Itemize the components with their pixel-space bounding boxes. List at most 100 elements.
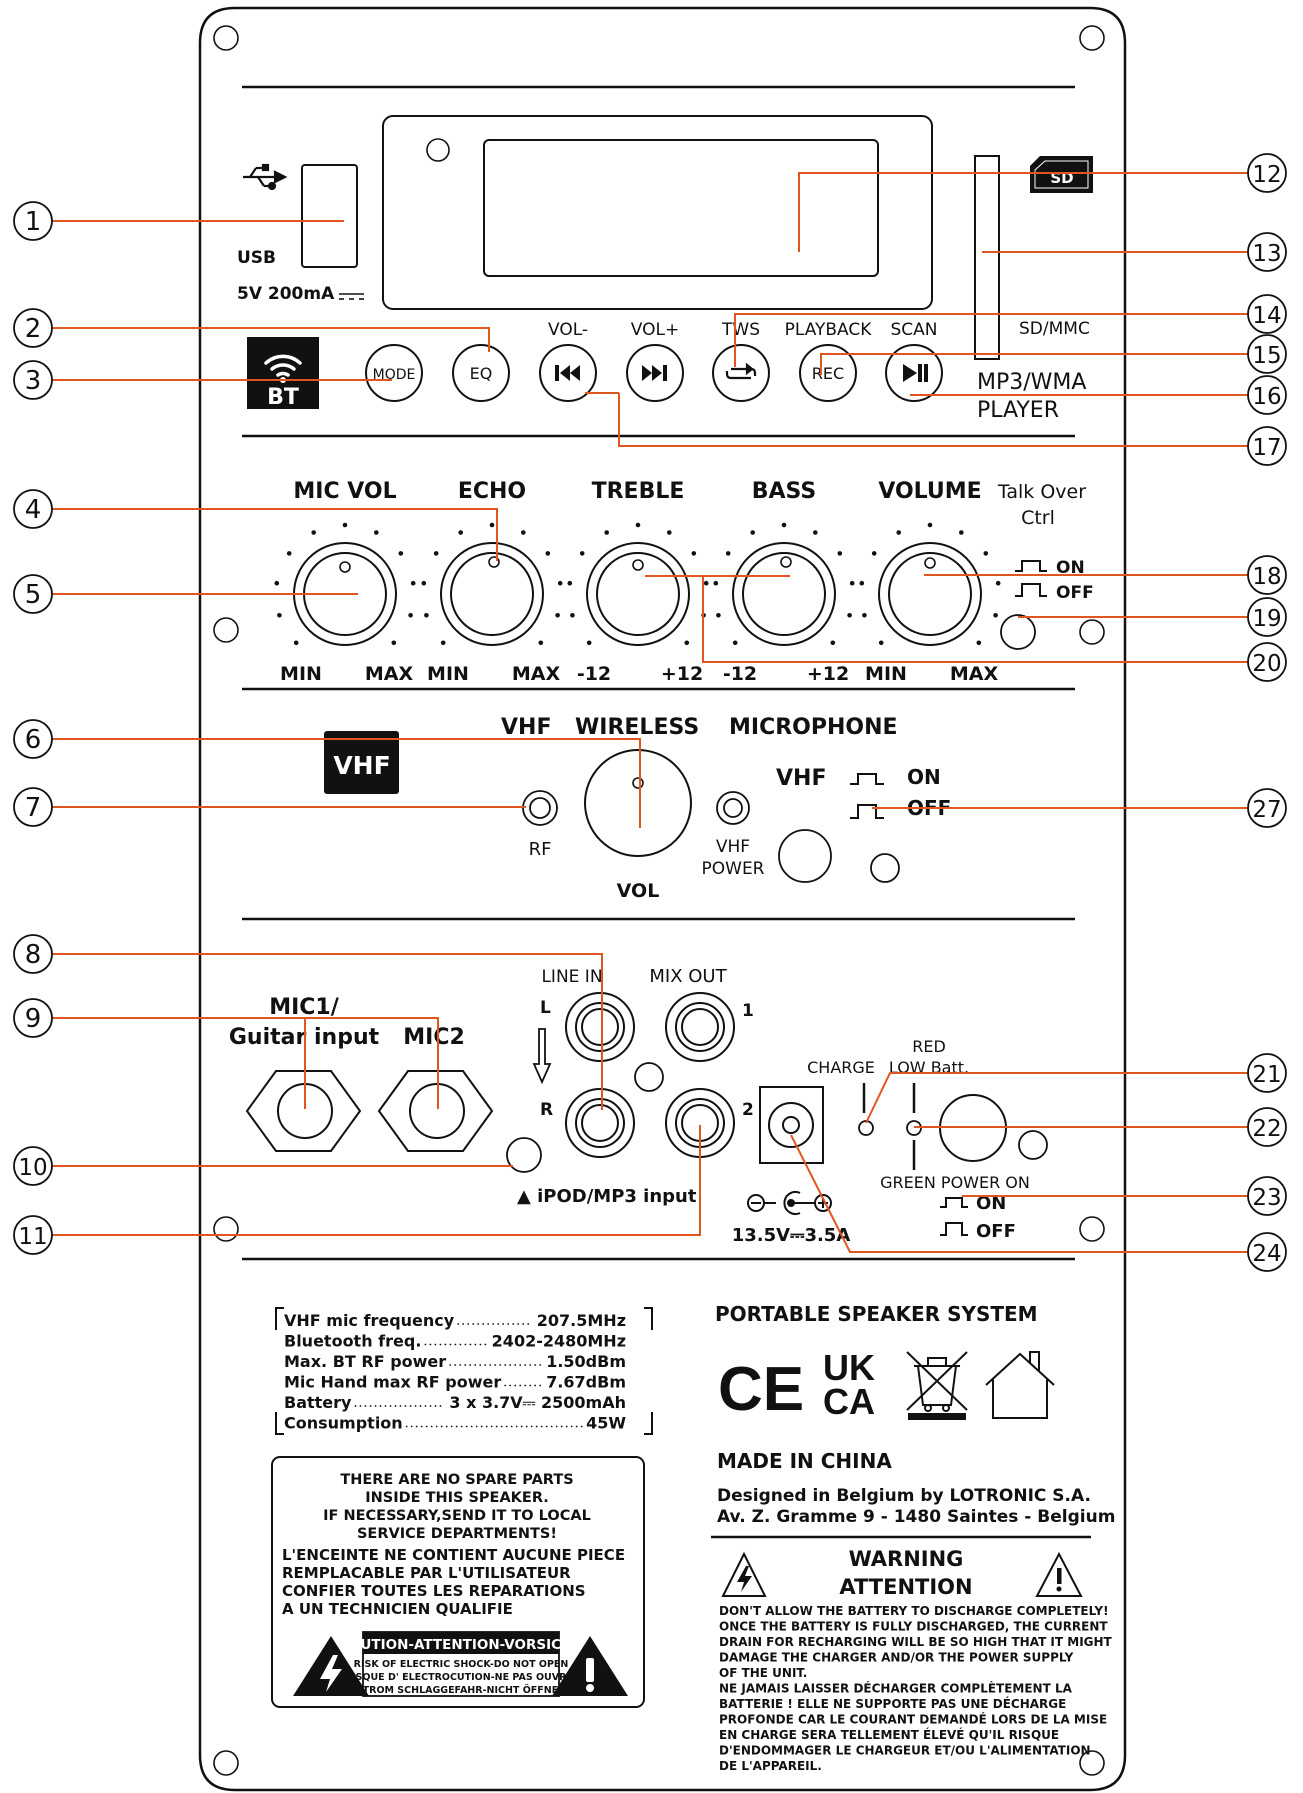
spec-leader-dot [560,1425,563,1428]
callout-number-2: 2 [25,314,42,344]
warning-line-6: NE JAMAIS LAISSER DÉCHARGER COMPLÈTEMENT… [719,1681,1073,1696]
callout-number-10: 10 [18,1155,47,1181]
knob-3[interactable] [586,542,690,646]
knob-2[interactable] [440,542,544,646]
eq-button[interactable] [452,344,510,402]
callout-leader-lines [51,172,1250,1253]
tws-button[interactable] [712,344,770,402]
warning-title: WARNING [849,1547,964,1571]
spec-label-3: Max. BT RF power [284,1352,446,1371]
line-in-r-jack[interactable] [565,1088,635,1158]
address-label: Av. Z. Gramme 9 - 1480 Saintes - Belgium [717,1507,1115,1527]
mic1-jack[interactable] [245,1070,362,1152]
ipod-input-jack[interactable] [506,1137,542,1173]
tws-label: TWS [721,320,760,340]
callout-number-15: 15 [1252,343,1281,369]
knob-4[interactable] [732,542,836,646]
rec-button[interactable] [799,344,857,402]
spec-leader-dot [449,1343,452,1346]
spec-leader-dot [517,1323,520,1325]
scan-label: SCAN [890,320,937,340]
knob-title-3: TREBLE [592,479,685,504]
spec-leader-dot [580,1425,583,1428]
player-label-2: PLAYER [977,398,1059,423]
warning-line-7: BATTERIE ! ELLE NE SUPPORTE PAS UNE DÉCH… [719,1696,1066,1711]
knob-scale-dot [725,551,731,556]
vhf-vol-label: VOL [617,880,660,902]
caution-line-2: RISQUE D' ELECTROCUTION-NE PAS OUVRIR [345,1672,578,1683]
spec-leader-dot [424,1343,427,1346]
spec-leader-dot [504,1384,507,1387]
spec-leader-dot [364,1405,367,1407]
notice-fr-line-1: L'ENCEINTE NE CONTIENT AUCUNE PIECE [282,1546,625,1564]
knob-scale-dot [896,530,901,535]
spec-leader-dot [514,1364,517,1366]
spec-leader-dot [495,1425,498,1428]
spec-leader-dot [522,1323,525,1325]
talkover-label-2: Ctrl [1021,507,1055,529]
knob-scale-dot [391,640,397,646]
knob-scale-dot [635,522,641,528]
spec-leader-dot [459,1343,462,1346]
knob-scale-dot [538,640,544,646]
spec-leader-dot [497,1323,500,1325]
knob-scale-dot [570,613,575,618]
knob-inner-4 [742,552,826,636]
spec-leader-dot [485,1425,488,1428]
exclamation-warning-icon [552,1636,628,1696]
callout-circle-6 [13,719,53,759]
callout-number-27: 27 [1252,797,1281,823]
line-in-l-jack[interactable] [565,992,635,1062]
knob-scale-dot [732,640,738,646]
talkover-switch[interactable] [1000,614,1036,650]
playback-label: PLAYBACK [785,320,873,340]
knob-max-1: MAX [365,663,414,685]
dc-jack[interactable] [759,1086,824,1164]
spec-leader-dot [529,1364,532,1366]
weee-bin-icon [906,1351,968,1420]
knob-scale-dot [993,613,998,618]
rf-led-outer [522,790,558,826]
warning-triangle-left-icon [721,1551,767,1597]
spec-leader-dot [504,1364,507,1366]
spec-leader-dot [539,1384,542,1387]
spec-leader-dot [477,1323,480,1325]
vol-plus-button[interactable] [626,344,684,402]
mic2-jack[interactable] [377,1070,494,1152]
callout-number-12: 12 [1252,162,1281,188]
knob-scale-dot [286,551,292,556]
mix-out-1-jack[interactable] [665,992,735,1062]
spec-value-6: 45W [586,1414,626,1433]
knob-scale-dot [545,551,551,556]
vhf-volume-knob[interactable] [584,749,692,857]
play-pause-button[interactable] [885,344,943,402]
power-on-label: ON [976,1193,1006,1214]
knob-5[interactable] [878,542,982,646]
spec-leader-dot [515,1425,518,1428]
sd-badge: SD [1050,169,1073,187]
spec-leader-dot [494,1364,497,1366]
mix-out-1-label: 1 [742,1001,754,1021]
line-in-r-label: R [540,1100,553,1120]
knob-scale-dot [311,530,317,535]
spec-leader-dot [419,1405,422,1407]
spec-leader-dot [514,1384,517,1387]
knob-indicator-4 [780,556,792,568]
spec-leader-dot [445,1425,448,1428]
knob-scale-dot [830,640,836,646]
warning-line-3: DRAIN FOR RECHARGING WILL BE SO HIGH THA… [719,1635,1113,1649]
dc-rating: 13.5V⎓3.5A [732,1225,851,1246]
mode-button[interactable] [365,344,423,402]
spec-leader-dot [502,1323,505,1325]
knob-indicator-3 [632,559,644,571]
spec-leader-dot [469,1343,472,1346]
sd-slot[interactable] [974,155,1000,360]
vol-minus-button[interactable] [539,344,597,402]
knob-max-2: MAX [512,663,561,685]
usb-port[interactable] [301,164,358,268]
spec-value-4: 7.67dBm [546,1373,626,1392]
vhf-badge [324,731,399,794]
vhf-switch[interactable] [870,853,900,883]
knob-scale-dot [408,613,413,618]
